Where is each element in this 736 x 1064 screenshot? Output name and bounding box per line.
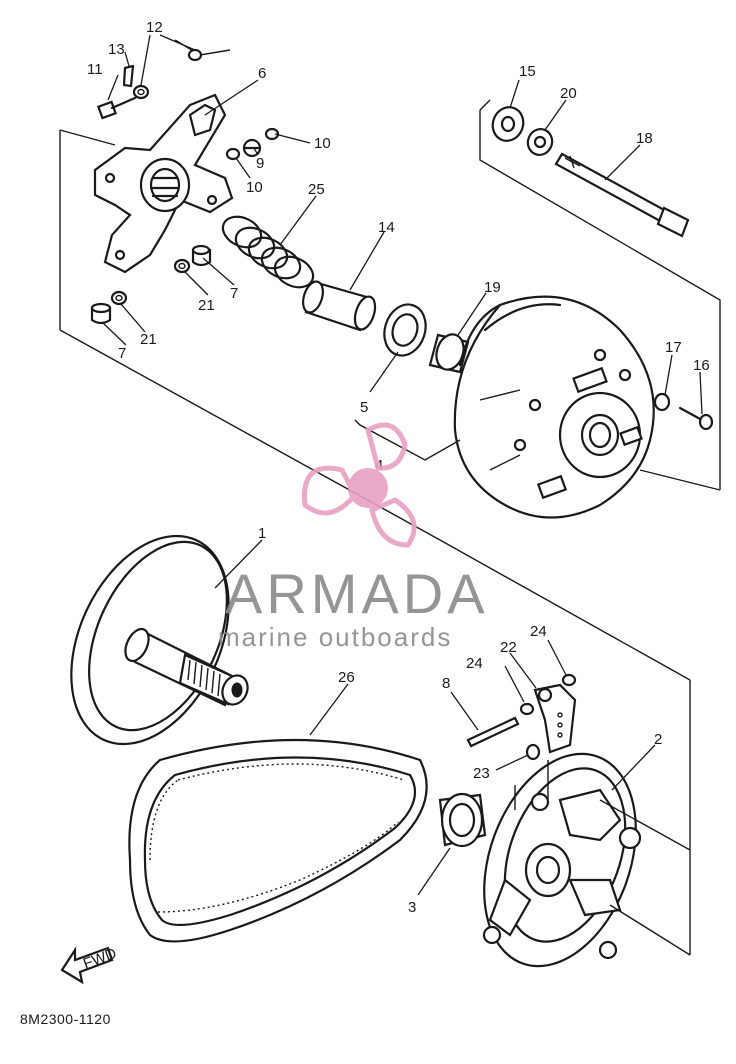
part-19-bushing [428, 333, 470, 374]
forward-arrow-marker: FWD [60, 945, 119, 985]
part-5-bearing [383, 303, 427, 357]
part-15-washer [491, 106, 525, 142]
label-5: 5 [360, 399, 368, 416]
label-7-a: 7 [230, 285, 238, 302]
watermark-logo-icon [301, 422, 417, 548]
forward-marker-label: FWD [81, 945, 119, 973]
label-25: 25 [308, 181, 325, 198]
label-26: 26 [338, 669, 355, 686]
label-2: 2 [654, 731, 662, 748]
label-15: 15 [519, 63, 536, 80]
watermark: ARMADA marine outboards [218, 422, 489, 652]
group-outline-top-right [479, 99, 721, 490]
part-7-roller [90, 244, 212, 325]
label-10-b: 10 [246, 179, 263, 196]
callout-lines [101, 34, 703, 896]
label-24-a: 24 [466, 655, 483, 672]
part-3-bearing [438, 792, 487, 848]
label-22: 22 [500, 639, 517, 656]
part-12-washer [132, 48, 203, 100]
label-13: 13 [108, 41, 125, 58]
label-18: 18 [636, 130, 653, 147]
label-24-b: 24 [530, 623, 547, 640]
part-10-washers [225, 127, 280, 161]
label-19: 19 [484, 279, 501, 296]
group-outline-bottom-right [439, 539, 691, 956]
label-21-b: 21 [140, 331, 157, 348]
part-16-screw [678, 406, 714, 431]
part-21-washer [110, 258, 191, 306]
label-23: 23 [473, 765, 490, 782]
movable-sheave [453, 295, 655, 519]
part-20-washer [526, 128, 554, 156]
part-13-pin [122, 64, 135, 88]
drum-lead-line [639, 469, 721, 491]
label-21-a: 21 [198, 297, 215, 314]
label-8: 8 [442, 675, 450, 692]
part-8-pin [466, 716, 520, 748]
label-7-b: 7 [118, 345, 126, 362]
part-14-sleeve [302, 280, 377, 332]
drive-belt [128, 738, 428, 943]
part-number-labels: 6 11 12 13 10 9 10 25 14 15 20 18 19 17 … [87, 19, 710, 916]
label-11: 11 [87, 61, 103, 78]
part-18-bolt [554, 152, 690, 238]
part-23-roller [525, 743, 541, 761]
label-14: 14 [378, 219, 395, 236]
part-17-nut [653, 392, 671, 412]
primary-sheave-assembly [482, 752, 642, 968]
label-1: 1 [258, 525, 266, 542]
label-16: 16 [693, 357, 710, 374]
part-22-weight [533, 683, 577, 754]
label-6: 6 [258, 65, 266, 82]
diagram-code: 8M2300-1120 [20, 1011, 111, 1027]
label-20: 20 [560, 85, 577, 102]
label-12: 12 [146, 19, 163, 36]
label-10-a: 10 [314, 135, 331, 152]
spider-bracket [93, 93, 234, 274]
group-outline-center [354, 419, 461, 461]
part-24-washer [519, 673, 577, 716]
watermark-tagline: marine outboards [218, 622, 452, 652]
label-3: 3 [408, 899, 416, 916]
fixed-sheave [70, 534, 249, 746]
part-25-spring [221, 215, 315, 289]
label-17: 17 [665, 339, 682, 356]
part-11-bolt [96, 96, 137, 120]
label-9: 9 [256, 155, 264, 172]
watermark-brand: ARMADA [225, 562, 489, 625]
